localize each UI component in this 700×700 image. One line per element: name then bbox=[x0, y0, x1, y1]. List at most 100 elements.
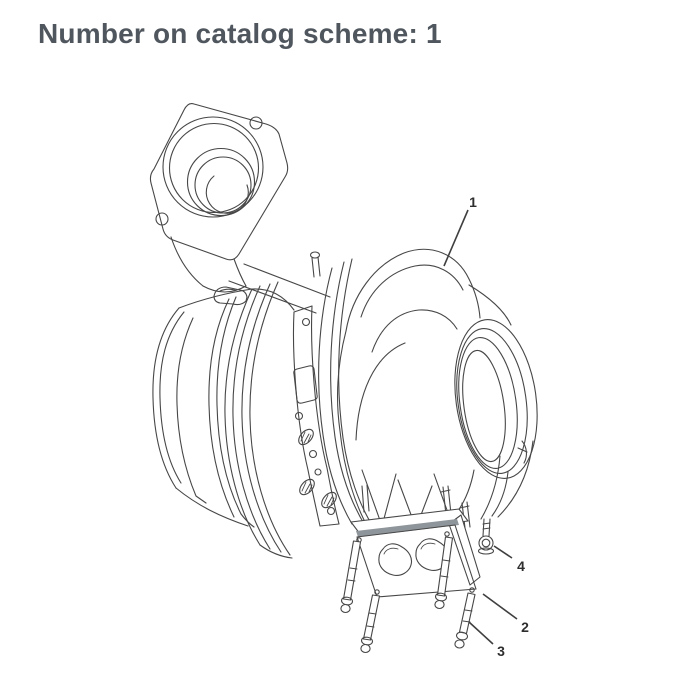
flange-neck bbox=[202, 285, 247, 293]
top-stud bbox=[309, 251, 321, 278]
outlet-ring bbox=[458, 336, 518, 470]
nut-bore bbox=[481, 538, 491, 548]
gasket-port-inner bbox=[383, 547, 399, 555]
flange-bore-ring bbox=[168, 122, 260, 214]
stud bbox=[340, 540, 362, 614]
callout-1-leader bbox=[443, 209, 469, 267]
callout-3-label: 3 bbox=[497, 643, 505, 659]
line-art bbox=[149, 103, 538, 654]
volute-contour bbox=[371, 309, 458, 353]
drum-to-plate bbox=[251, 288, 295, 311]
turbine-housing bbox=[337, 248, 538, 534]
flange-bolt-hole bbox=[249, 116, 263, 130]
plate-hole bbox=[301, 317, 311, 327]
clamp-nut bbox=[477, 518, 495, 555]
plate-hole bbox=[294, 411, 304, 421]
backplate-ring bbox=[224, 288, 261, 546]
drum-left-cap bbox=[152, 307, 180, 489]
outlet-bore bbox=[462, 349, 506, 463]
pipe-bore bbox=[205, 175, 249, 214]
gasket-port-inner bbox=[420, 542, 436, 550]
hatched-slot bbox=[299, 478, 315, 496]
mounting-bracket bbox=[350, 455, 501, 586]
stud bbox=[454, 592, 476, 649]
nut-washer bbox=[477, 547, 495, 555]
stud bbox=[434, 536, 454, 610]
drum-front bbox=[208, 298, 235, 518]
callout-2-label: 2 bbox=[521, 619, 529, 635]
fitting-body bbox=[213, 286, 248, 306]
clamp-arc bbox=[318, 267, 353, 525]
drum-top-edge bbox=[178, 288, 253, 309]
fitting-ridge bbox=[219, 288, 236, 292]
backplate-ring bbox=[241, 283, 282, 553]
plate-hole bbox=[308, 449, 318, 459]
compressor-housing bbox=[152, 281, 295, 559]
hatched-slot bbox=[298, 428, 314, 446]
gasket-hole bbox=[444, 531, 450, 537]
hatched-slot bbox=[321, 491, 337, 509]
cowl-right bbox=[497, 440, 534, 518]
volute-left bbox=[337, 330, 372, 534]
gasket-hole bbox=[469, 587, 475, 593]
gusset bbox=[480, 455, 501, 520]
callout-2-leader bbox=[482, 593, 518, 620]
callout-1-label: 1 bbox=[469, 194, 477, 210]
callout-4-label: 4 bbox=[517, 558, 525, 574]
hose-fitting bbox=[213, 286, 248, 306]
pipe-wall bbox=[194, 156, 252, 214]
volute-contour bbox=[360, 264, 464, 318]
stud-head bbox=[309, 251, 321, 259]
clamp-flange-arcs bbox=[318, 258, 375, 529]
flange-neck bbox=[233, 258, 247, 287]
inlet-duct bbox=[228, 263, 331, 314]
gusset bbox=[361, 469, 453, 529]
flange-neck bbox=[170, 236, 204, 287]
gasket-hole bbox=[374, 589, 380, 595]
exhaust-flange bbox=[149, 103, 289, 293]
backplate-ring bbox=[249, 281, 291, 556]
clamp-stud bbox=[361, 484, 370, 513]
duct-line bbox=[243, 263, 331, 298]
plate-outline bbox=[292, 305, 340, 527]
bearing-housing-plate bbox=[292, 305, 340, 527]
flange-edge-band bbox=[356, 519, 459, 537]
mounting-studs bbox=[340, 536, 476, 654]
stud-line bbox=[311, 256, 321, 278]
pipe-outer bbox=[186, 147, 256, 217]
callout-2: 2 bbox=[482, 593, 529, 635]
drum-left-cap bbox=[159, 311, 185, 484]
plate-hole bbox=[326, 506, 336, 516]
outlet-ring bbox=[456, 328, 528, 474]
gasket-body bbox=[356, 524, 477, 598]
mounting-gasket bbox=[356, 524, 477, 598]
gasket-port bbox=[378, 543, 413, 576]
backplate-bottom bbox=[259, 544, 293, 559]
stud bbox=[360, 594, 381, 654]
callout-1: 1 bbox=[443, 194, 477, 267]
volute-wrap bbox=[355, 342, 406, 441]
drum-front bbox=[216, 296, 255, 528]
callout-4: 4 bbox=[493, 545, 525, 574]
drum-bottom-edge bbox=[175, 487, 249, 527]
volute-outer bbox=[345, 248, 481, 332]
flange-bore-ring bbox=[162, 116, 264, 218]
drum-step bbox=[176, 317, 207, 504]
outlet-ring bbox=[454, 319, 538, 479]
flange-bolt-hole bbox=[155, 212, 169, 226]
duct-line bbox=[228, 280, 317, 314]
callout-3-leader bbox=[468, 621, 494, 645]
ring-to-nut bbox=[491, 471, 509, 517]
plate-slot bbox=[293, 365, 318, 404]
dome-ring-junction bbox=[468, 284, 512, 326]
clamp-arc bbox=[330, 261, 367, 528]
callouts: 1 2 3 4 bbox=[443, 194, 529, 659]
flange-plate bbox=[149, 103, 289, 261]
bracket-leg bbox=[448, 514, 481, 586]
nut-body bbox=[478, 535, 494, 551]
plate-hole bbox=[314, 468, 322, 476]
clamp-arc bbox=[338, 258, 375, 529]
